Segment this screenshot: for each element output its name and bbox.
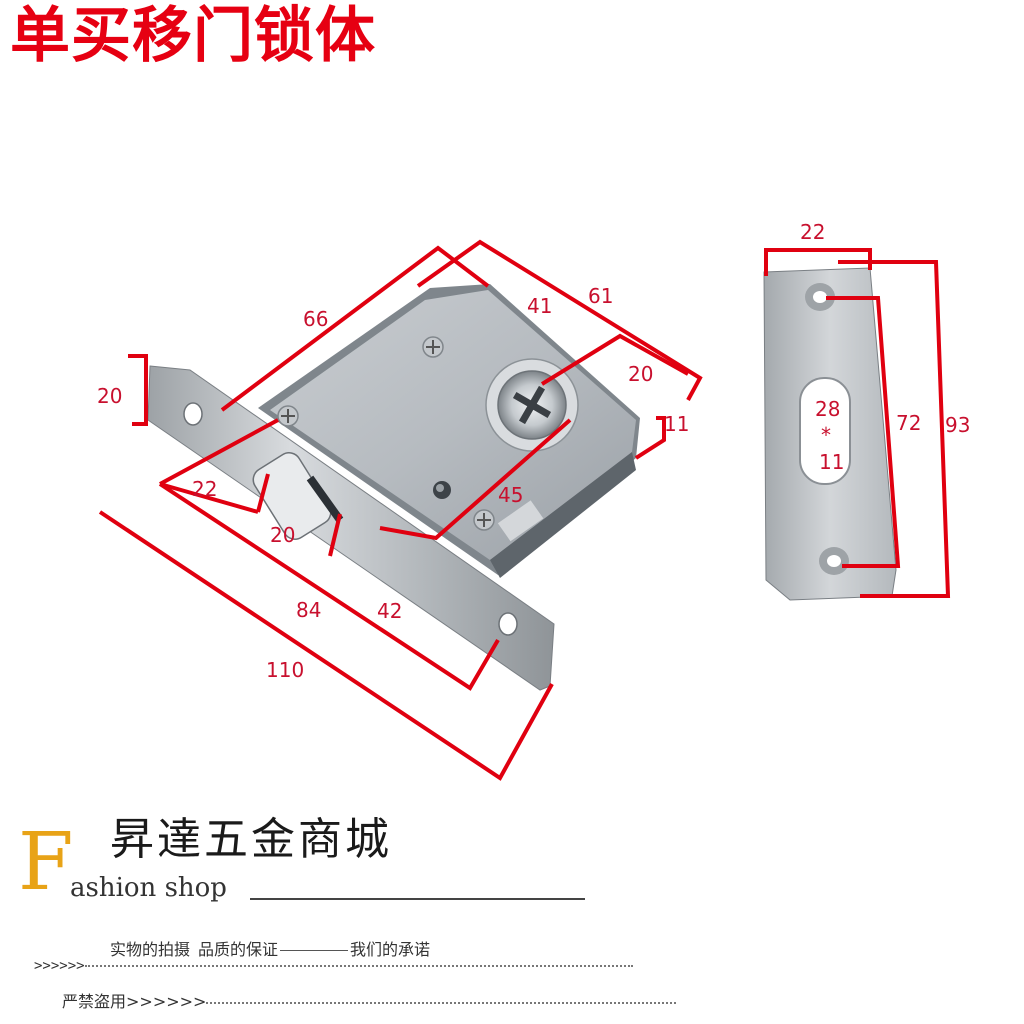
dim-face-22: 22 (192, 477, 217, 501)
brand-name-cn: 昇達五金商城 (110, 814, 392, 865)
brand-initial: F (18, 815, 74, 908)
dim-66: 66 (303, 307, 328, 331)
dim-side-11: 11 (664, 412, 689, 436)
dim-84: 84 (296, 598, 321, 622)
lock-case (258, 284, 640, 578)
screw-icon (422, 336, 444, 358)
lock-body-drawing: 20 66 41 61 20 11 45 22 20 84 42 110 22 … (97, 220, 970, 781)
dim-slot-28: 28 (815, 397, 840, 421)
slogan-arrows: >>>>>> (34, 958, 633, 974)
screw-icon (277, 405, 299, 427)
lock-hub (485, 358, 579, 452)
brand-underline (250, 898, 585, 900)
page-title: 单买移门锁体 (10, 1, 376, 71)
dim-strike-22: 22 (800, 220, 825, 244)
dim-hub-20: 20 (628, 362, 653, 386)
warning-text: 严禁盗用 (62, 992, 127, 1011)
latch-bolt (252, 452, 344, 540)
arrows-text: >>>>>> (34, 958, 85, 974)
slogan-line: 实物的拍摄品质的保证 我们的承诺 (110, 936, 430, 960)
warning-line: 严禁盗用>>>>>> (62, 988, 677, 1012)
slogan-rule (280, 950, 349, 951)
dimension-lines (98, 239, 951, 781)
dim-61: 61 (588, 284, 613, 308)
dim-latch-20: 20 (270, 523, 295, 547)
dim-slot-star: * (821, 423, 831, 447)
slogan-part-1: 实物的拍摄 (110, 940, 191, 959)
dim-72: 72 (896, 411, 921, 435)
rivet-icon (433, 481, 451, 499)
screw-icon (473, 509, 495, 531)
dim-45: 45 (498, 483, 523, 507)
slogan-part-3: 我们的承诺 (350, 940, 431, 959)
dim-110: 110 (266, 658, 304, 682)
dim-face-width: 20 (97, 384, 122, 408)
dotted-rule (206, 1001, 677, 1004)
dotted-rule (84, 965, 633, 967)
brand-name-en: ashion shop (70, 873, 227, 903)
dim-42: 42 (377, 599, 402, 623)
slogan-part-2: 品质的保证 (198, 940, 279, 959)
dim-slot-11: 11 (819, 450, 844, 474)
dim-41: 41 (527, 294, 552, 318)
dim-93: 93 (945, 413, 970, 437)
warning-arrows: >>>>>> (126, 992, 207, 1011)
